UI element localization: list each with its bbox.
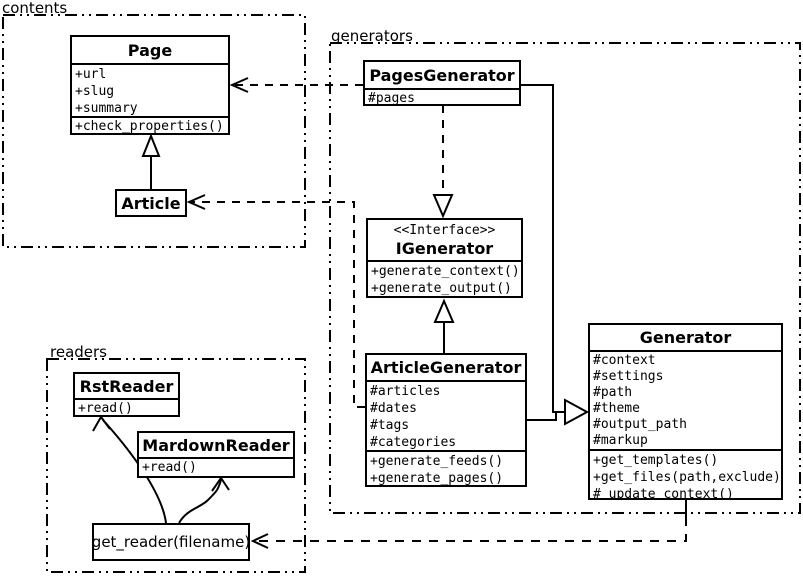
class-mardownreader-methods: +read() bbox=[139, 459, 293, 476]
class-page: Page +url +slug +summary +check_properti… bbox=[70, 35, 230, 135]
method: +read() bbox=[142, 460, 197, 475]
generalization-line-articlegenerator-to-generator bbox=[527, 412, 557, 421]
attribute: #markup bbox=[593, 433, 648, 448]
package-label-generators: generators bbox=[331, 27, 413, 45]
method: +generate_pages() bbox=[370, 471, 504, 486]
method: #_update_context() bbox=[593, 487, 734, 500]
method: +get_files(path,exclude) bbox=[593, 470, 781, 485]
method: +generate_feeds() bbox=[370, 454, 504, 469]
method: +check_properties() bbox=[75, 119, 224, 134]
dependency-arrowhead-to-getreader bbox=[250, 533, 269, 549]
dependency-arrowhead-to-article bbox=[186, 194, 206, 210]
class-page-title: Page bbox=[72, 37, 228, 65]
package-label-contents: contents bbox=[2, 0, 68, 17]
attribute: +url bbox=[75, 67, 107, 82]
dependency-arrowhead-to-page bbox=[229, 77, 249, 93]
attribute: #context bbox=[593, 353, 656, 368]
arrow-curve-getreader-to-mardownreader bbox=[178, 479, 222, 524]
attribute: +summary bbox=[75, 101, 138, 116]
attribute: #articles bbox=[370, 384, 441, 399]
package-border-readers bbox=[46, 358, 306, 573]
attribute: #pages bbox=[368, 91, 415, 106]
dependency-line-articlegenerator-to-article bbox=[191, 201, 365, 408]
class-rstreader: RstReader +read() bbox=[73, 372, 180, 417]
attribute: #dates bbox=[370, 401, 417, 416]
package-border-contents bbox=[2, 14, 306, 248]
class-pagesgenerator-attributes: #pages bbox=[365, 90, 519, 106]
class-mardownreader: MardownReader +read() bbox=[137, 431, 295, 478]
arrowhead-to-mardownreader bbox=[211, 476, 230, 492]
class-rstreader-methods: +read() bbox=[75, 400, 178, 416]
method: +get_templates() bbox=[593, 453, 719, 468]
generalization-triangle-article-to-page bbox=[141, 133, 161, 157]
class-generator-methods: +get_templates() +get_files(path,exclude… bbox=[590, 449, 781, 500]
class-articlegenerator-title: ArticleGenerator bbox=[367, 355, 525, 382]
attribute: #tags bbox=[370, 418, 410, 433]
class-mardownreader-title: MardownReader bbox=[139, 433, 293, 459]
method: +generate_context() bbox=[371, 264, 520, 279]
class-igenerator-header: <<Interface>> IGenerator bbox=[368, 220, 521, 262]
class-generator: Generator #context #settings #path #them… bbox=[588, 323, 783, 500]
class-igenerator-title: IGenerator bbox=[395, 239, 494, 258]
generalization-line-pagesgenerator-to-generator bbox=[521, 84, 564, 413]
class-article: Article bbox=[115, 189, 187, 217]
attribute: #settings bbox=[593, 369, 664, 384]
package-label-readers: readers bbox=[50, 343, 107, 361]
class-igenerator-methods: +generate_context() +generate_output() bbox=[368, 262, 521, 296]
method: +generate_output() bbox=[371, 281, 512, 296]
class-rstreader-title: RstReader bbox=[75, 374, 178, 400]
attribute: #path bbox=[593, 385, 633, 400]
generalization-triangle-to-generator bbox=[564, 398, 590, 426]
class-generator-title: Generator bbox=[590, 325, 781, 352]
class-igenerator: <<Interface>> IGenerator +generate_conte… bbox=[366, 218, 523, 298]
arrowhead-to-rstreader bbox=[92, 415, 111, 432]
function-box-get-reader: get_reader(filename) bbox=[92, 523, 250, 561]
class-generator-attributes: #context #settings #path #theme #output_… bbox=[590, 352, 781, 449]
class-pagesgenerator-title: PagesGenerator bbox=[365, 62, 519, 90]
package-border-generators bbox=[329, 42, 801, 514]
interface-stereotype: <<Interface>> bbox=[393, 223, 496, 238]
class-pagesgenerator: PagesGenerator #pages bbox=[363, 60, 521, 106]
generalization-triangle-articlegenerator-to-igenerator bbox=[433, 298, 455, 323]
class-page-attributes: +url +slug +summary bbox=[72, 65, 228, 116]
attribute: #categories bbox=[370, 435, 457, 450]
class-articlegenerator-methods: +generate_feeds() +generate_pages() bbox=[367, 450, 525, 486]
class-articlegenerator-attributes: #articles #dates #tags #categories bbox=[367, 382, 525, 450]
class-article-title: Article bbox=[121, 193, 181, 213]
attribute: #theme bbox=[593, 401, 640, 416]
class-articlegenerator: ArticleGenerator #articles #dates #tags … bbox=[365, 353, 527, 487]
realization-triangle-pagesgenerator-to-igenerator bbox=[432, 194, 454, 219]
attribute: +slug bbox=[75, 84, 115, 99]
method: +read() bbox=[78, 401, 133, 416]
class-page-methods: +check_properties() bbox=[72, 116, 228, 134]
dependency-line-generator-to-getreader bbox=[256, 500, 687, 542]
attribute: #output_path bbox=[593, 417, 687, 432]
